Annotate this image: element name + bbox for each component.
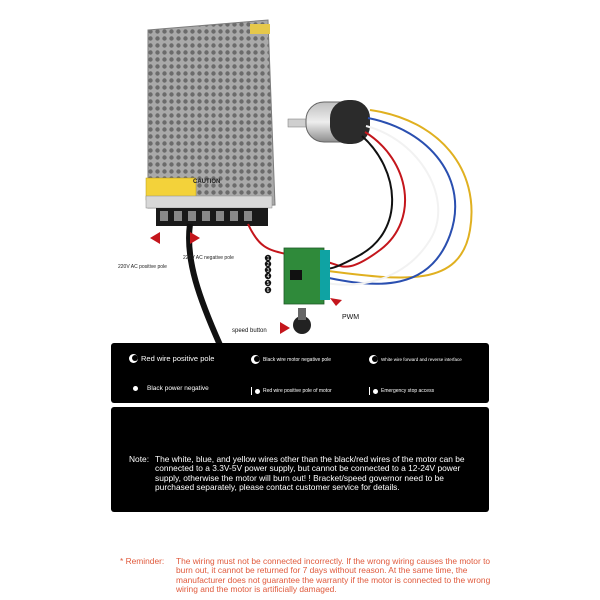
ac-positive-label: 220V AC positive pole [118, 264, 167, 270]
svg-text:6: 6 [267, 288, 270, 294]
divider-icon [251, 387, 252, 395]
terminal-block [156, 208, 268, 226]
dot-icon [373, 388, 378, 394]
svg-text:4: 4 [267, 274, 270, 280]
reminder-text: The wiring must not be connected incorre… [176, 556, 491, 595]
dot-icon [255, 388, 260, 394]
power-supply [145, 19, 276, 226]
note-text: The white, blue, and yellow wires other … [155, 454, 465, 493]
legend-item: Red wire positive pole [129, 354, 214, 363]
gear-motor [287, 100, 370, 144]
reminder-label: * Reminder: [120, 556, 165, 566]
divider-icon [369, 387, 370, 395]
caution-label: CAUTION [193, 179, 221, 185]
svg-text:2: 2 [267, 262, 270, 268]
wires [186, 109, 473, 345]
ac-negative-label: 220V AC negative pole [183, 255, 234, 261]
note-label: Note: [129, 454, 150, 464]
dot-icon [133, 386, 138, 391]
note-panel: Note: The white, blue, and yellow wires … [111, 407, 489, 512]
legend-item: Emergency stop access [369, 387, 434, 395]
moon-icon [129, 354, 138, 363]
moon-icon [251, 355, 260, 364]
terminal-markers: 1 2 3 4 5 6 [264, 254, 272, 294]
legend-item: Red wire positive pole of motor [251, 387, 332, 395]
wire-legend: Red wire positive pole Black wire motor … [111, 343, 489, 403]
legend-item: Black wire motor negative pole [251, 355, 331, 364]
moon-icon [369, 355, 378, 364]
pwm-controller [283, 247, 330, 334]
legend-item: Black power negative [133, 385, 209, 392]
annotation-arrows [150, 232, 342, 334]
legend-item: White wire forward and reverse interface [369, 355, 462, 364]
pwm-label: PWM [342, 314, 360, 321]
svg-text:5: 5 [267, 281, 270, 287]
wiring-photo: 1 2 3 4 5 6 [145, 19, 473, 345]
svg-text:1: 1 [267, 256, 270, 262]
speed-button-label: speed button [232, 328, 267, 334]
svg-text:3: 3 [267, 268, 270, 274]
